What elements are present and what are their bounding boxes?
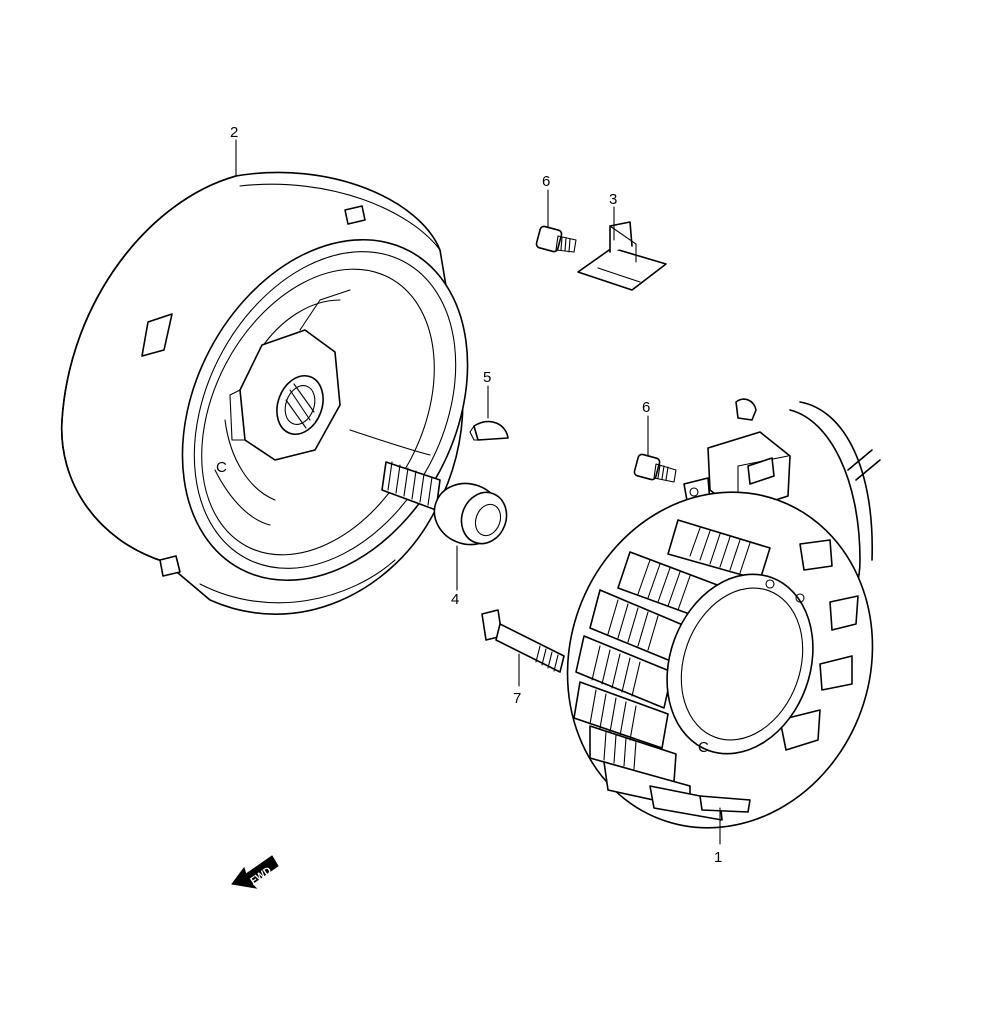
rotor-part-2: C (60, 171, 469, 615)
fwd-arrow-icon: FWD (231, 855, 279, 889)
callout-3: 3 (609, 191, 617, 208)
bracket-part-3 (577, 221, 667, 291)
callout-1: 1 (714, 849, 722, 866)
callout-7: 7 (513, 690, 521, 707)
rotor-hub (229, 329, 341, 461)
callout-6a: 6 (542, 173, 550, 190)
screw-part-6-lower (633, 453, 677, 483)
callout-5: 5 (483, 369, 491, 386)
callout-2: 2 (230, 124, 238, 141)
stator-part-1: C (566, 398, 881, 829)
bolt-part-4 (381, 461, 508, 546)
callout-6b: 6 (642, 399, 650, 416)
screw-part-6-upper (535, 225, 577, 253)
stator-mark: C (698, 739, 709, 756)
key-part-5 (469, 420, 509, 441)
callout-4: 4 (451, 591, 459, 608)
bolt-part-7 (481, 609, 565, 673)
rotor-mark: C (216, 459, 227, 476)
